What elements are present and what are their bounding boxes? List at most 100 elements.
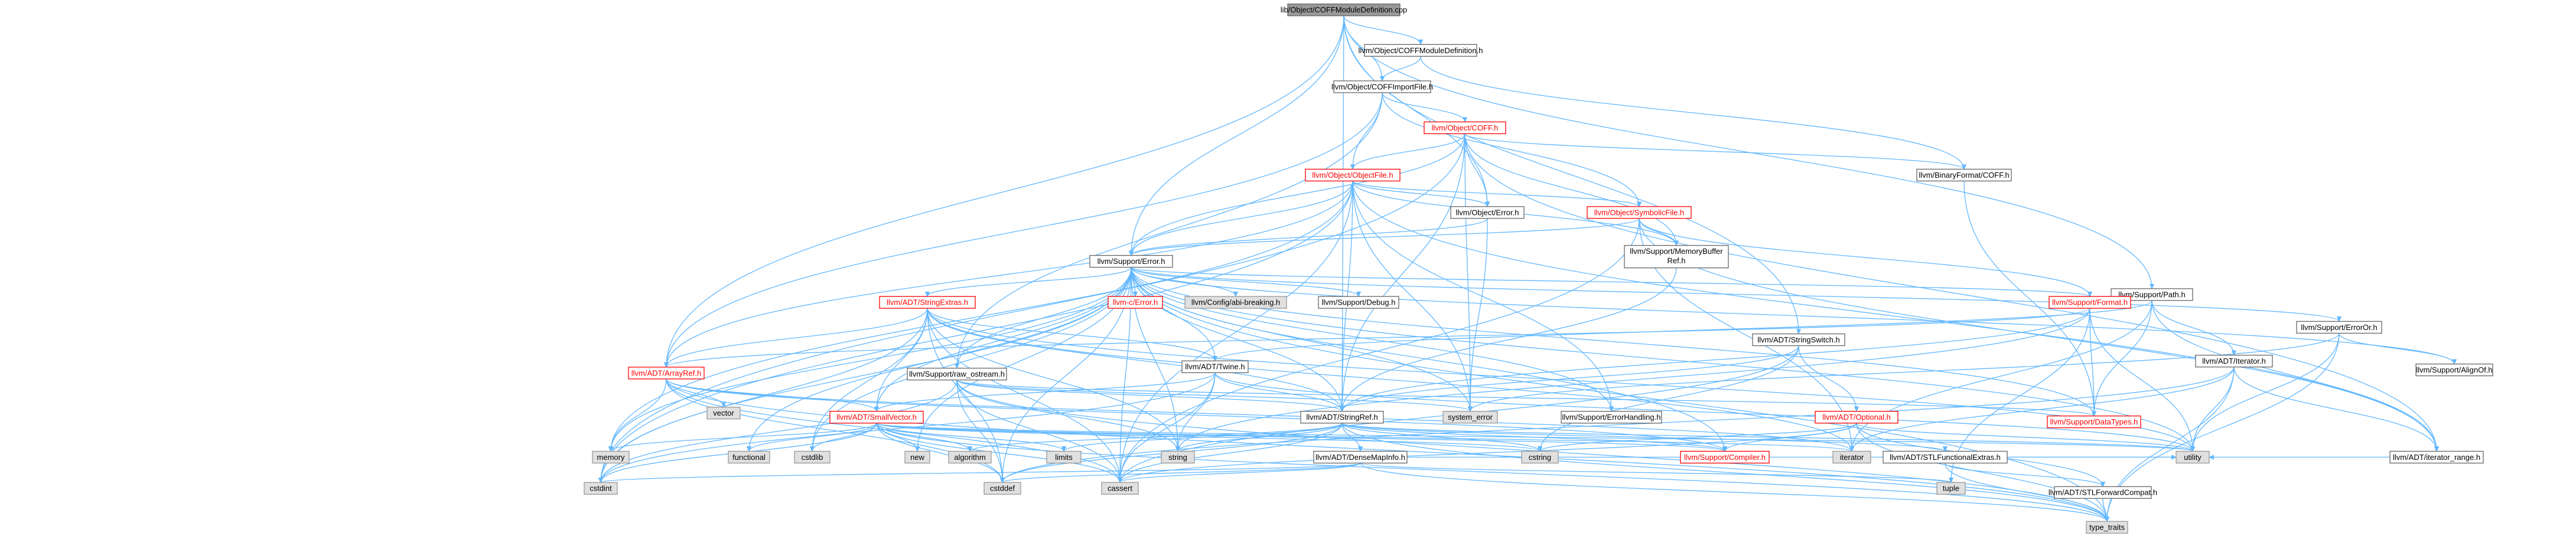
node-box [1815, 410, 1898, 424]
node-label: llvm/ADT/StringExtras.h [887, 298, 968, 307]
edge-n20-n48 [1214, 373, 2193, 451]
graph-node-n29[interactable]: llvm/Support/Compiler.h [1680, 450, 1770, 464]
graph-node-n18[interactable]: llvm/ADT/Iterator.h [2195, 354, 2273, 368]
node-label: llvm/BinaryFormat/COFF.h [1919, 171, 2009, 179]
edge-n22-n45 [956, 380, 1470, 411]
graph-edge [1131, 267, 2090, 297]
node-label: llvm/Object/COFF.h [1432, 123, 1499, 132]
graph-edge [1343, 15, 1421, 45]
node-box [1300, 410, 1384, 424]
edge-n5-n32 [1352, 181, 2437, 452]
node-box [1561, 410, 1662, 424]
graph-edge [1131, 218, 1640, 256]
graph-node-n40: limits [1046, 450, 1082, 464]
graph-edge [749, 267, 1132, 452]
edge-n18-n32 [2233, 367, 2437, 452]
graph-node-n14[interactable]: llvm/Support/Debug.h [1318, 296, 1399, 309]
graph-node-n17[interactable]: llvm/ADT/StringSwitch.h [1752, 333, 1845, 347]
graph-node-n6[interactable]: llvm/Object/Error.h [1450, 206, 1525, 219]
graph-edge [1002, 462, 1361, 482]
graph-node-n3[interactable]: llvm/Object/COFF.h [1424, 121, 1506, 135]
node-label: llvm/Support/Path.h [2118, 290, 2185, 299]
node-box [983, 482, 1021, 495]
graph-node-n30[interactable]: llvm/ADT/STLFunctionalExtras.h [1883, 450, 2008, 464]
node-label: new [910, 453, 924, 462]
graph-node-n28[interactable]: llvm/ADT/DenseMapInfo.h [1313, 450, 1408, 464]
node-label: llvm/Support/ErrorOr.h [2301, 323, 2377, 332]
graph-node-n22[interactable]: llvm/Support/raw_ostream.h [907, 367, 1007, 381]
graph-edge [1131, 267, 1342, 411]
graph-node-n43: cassert [1101, 482, 1139, 495]
edge-n3-n4 [1464, 133, 1964, 169]
graph-edge [1341, 423, 1725, 452]
graph-edge [1120, 423, 1343, 483]
graph-edge [927, 308, 1002, 482]
graph-node-n1[interactable]: llvm/Object/COFFModuleDefinition.h [1359, 44, 1483, 57]
edge-n3-n37 [601, 133, 1466, 482]
graph-node-n21[interactable]: llvm/ADT/ArrayRef.h [628, 367, 705, 380]
graph-node-n27[interactable]: llvm/Support/DataTypes.h [2047, 415, 2141, 429]
graph-edge [1360, 462, 1951, 482]
node-box [1108, 296, 1163, 309]
edge-n16-n19 [2339, 333, 2454, 364]
graph-node-n32[interactable]: llvm/ADT/iterator_range.h [2389, 450, 2484, 464]
graph-edge [1352, 181, 1470, 411]
edge-n9-n11 [927, 267, 1132, 297]
graph-node-n9[interactable]: llvm/Support/Error.h [1089, 254, 1173, 268]
graph-node-n48: utility [2176, 450, 2210, 464]
node-box [1916, 168, 2012, 182]
graph-edge [2233, 367, 2437, 452]
node-box [907, 367, 1007, 381]
node-label: llvm/Support/Format.h [2052, 298, 2128, 307]
node-box [1046, 450, 1082, 464]
node-label: cstdlib [802, 453, 823, 462]
edge-n24-n43 [1120, 423, 1343, 483]
edge-n5-n9 [1131, 181, 1353, 256]
graph-node-n12[interactable]: llvm-c/Error.h [1108, 296, 1163, 309]
edge-n23-n38 [876, 423, 917, 452]
node-box [1313, 450, 1408, 464]
graph-node-n15[interactable]: llvm/Support/Format.h [2049, 296, 2131, 309]
edge-n4-n27 [1963, 181, 2094, 416]
edge-n20-n23 [877, 373, 1216, 411]
graph-node-n31[interactable]: llvm/ADT/STLForwardCompat.h [2049, 486, 2157, 499]
edge-n9-n16 [1131, 267, 2339, 322]
graph-node-n16[interactable]: llvm/Support/ErrorOr.h [2296, 321, 2382, 334]
graph-edge [876, 423, 1725, 452]
graph-edge [1963, 181, 2094, 416]
node-label: vector [713, 409, 734, 417]
graph-node-n24[interactable]: llvm/ADT/StringRef.h [1300, 410, 1384, 424]
graph-node-n0[interactable]: lib/Object/COFFModuleDefinition.cpp [1281, 4, 1408, 17]
graph-node-n5[interactable]: llvm/Object/ObjectFile.h [1305, 168, 1401, 182]
graph-edge [1470, 333, 2340, 411]
graph-node-n4[interactable]: llvm/BinaryFormat/COFF.h [1916, 168, 2012, 182]
edge-n9-n14 [1131, 267, 1359, 297]
graph-edge [1464, 133, 1964, 169]
node-label: llvm/Support/Debug.h [1321, 298, 1395, 307]
graph-edge [956, 380, 1342, 411]
graph-node-n10[interactable]: llvm/Support/Path.h [2111, 288, 2193, 301]
graph-node-n26[interactable]: llvm/ADT/Optional.h [1815, 410, 1898, 424]
graph-edge [876, 423, 917, 452]
graph-node-n11[interactable]: llvm/ADT/StringExtras.h [879, 296, 976, 309]
node-label: cstddef [990, 484, 1015, 493]
node-label: Ref.h [1667, 256, 1685, 265]
graph-node-n2[interactable]: llvm/Object/COFFImportFile.h [1331, 80, 1433, 93]
graph-edge [927, 308, 1852, 451]
graph-edge [1342, 133, 1466, 411]
node-box [1101, 482, 1139, 495]
graph-node-n23[interactable]: llvm/ADT/SmallVector.h [829, 410, 924, 424]
node-box [628, 367, 705, 380]
graph-node-n7[interactable]: llvm/Object/SymbolicFile.h [1587, 206, 1692, 219]
graph-edge [1342, 308, 2090, 411]
graph-node-n19[interactable]: llvm/Support/AlignOf.h [2415, 363, 2493, 377]
edge-n5-n37 [601, 181, 1353, 483]
graph-node-n25[interactable]: llvm/Support/ErrorHandling.h [1561, 410, 1662, 424]
graph-edge [1470, 218, 1488, 411]
graph-edge [1382, 92, 1639, 207]
edge-n21-n34 [611, 378, 667, 452]
graph-node-n38: new [904, 450, 930, 464]
graph-node-n20[interactable]: llvm/ADT/Twine.h [1181, 360, 1249, 373]
